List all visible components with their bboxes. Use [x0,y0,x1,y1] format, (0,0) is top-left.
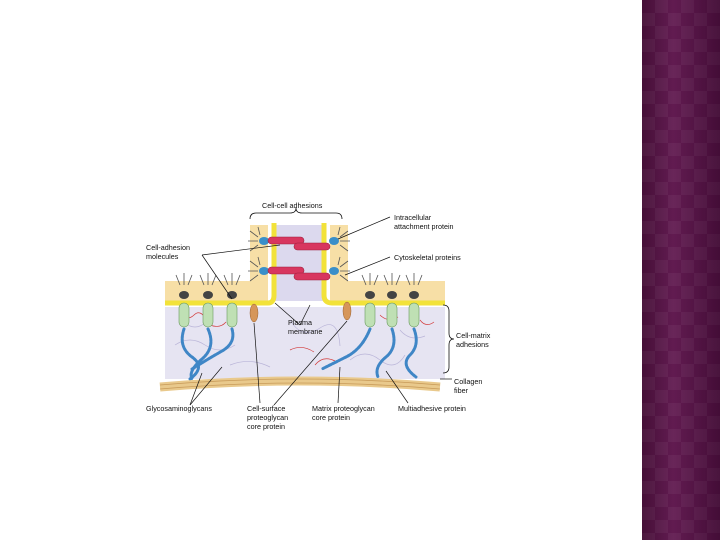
intercellular-space [274,225,324,301]
collagen-fiber [160,379,440,389]
cell-adhesion-diagram: Cell-cell adhesions Intracellular attach… [140,195,500,440]
label-cell-surface-1: Cell-surface [247,404,285,413]
label-cell-surface-2: proteoglycan [247,413,288,422]
label-intracellular-1: Intracellular [394,213,432,222]
label-matrix-proteoglycan-2: core protein [312,413,350,422]
label-cell-matrix-2: adhesions [456,340,489,349]
label-cell-matrix-1: Cell-matrix [456,331,491,340]
label-cytoskeletal-proteins: Cytoskeletal proteins [394,253,461,262]
label-glycosaminoglycans: Glycosaminoglycans [146,404,212,413]
right-cell-cytoplasm [330,225,445,301]
label-collagen-1: Collagen [454,377,482,386]
label-cell-cell-adhesions: Cell-cell adhesions [262,201,323,210]
label-multiadhesive-protein: Multiadhesive protein [398,404,466,413]
label-cell-surface-3: core protein [247,422,285,431]
label-matrix-proteoglycan-1: Matrix proteoglycan [312,404,375,413]
label-plasma-1: Plasma [288,318,312,327]
decorative-side-panel [642,0,720,540]
label-plasma-2: membrane [288,327,322,336]
label-cell-adhesion-1: Cell-adhesion [146,243,190,252]
label-cell-adhesion-2: molecules [146,252,179,261]
label-collagen-2: fiber [454,386,469,395]
label-intracellular-2: attachment protein [394,222,454,231]
diagram-svg: Cell-cell adhesions Intracellular attach… [140,195,500,440]
